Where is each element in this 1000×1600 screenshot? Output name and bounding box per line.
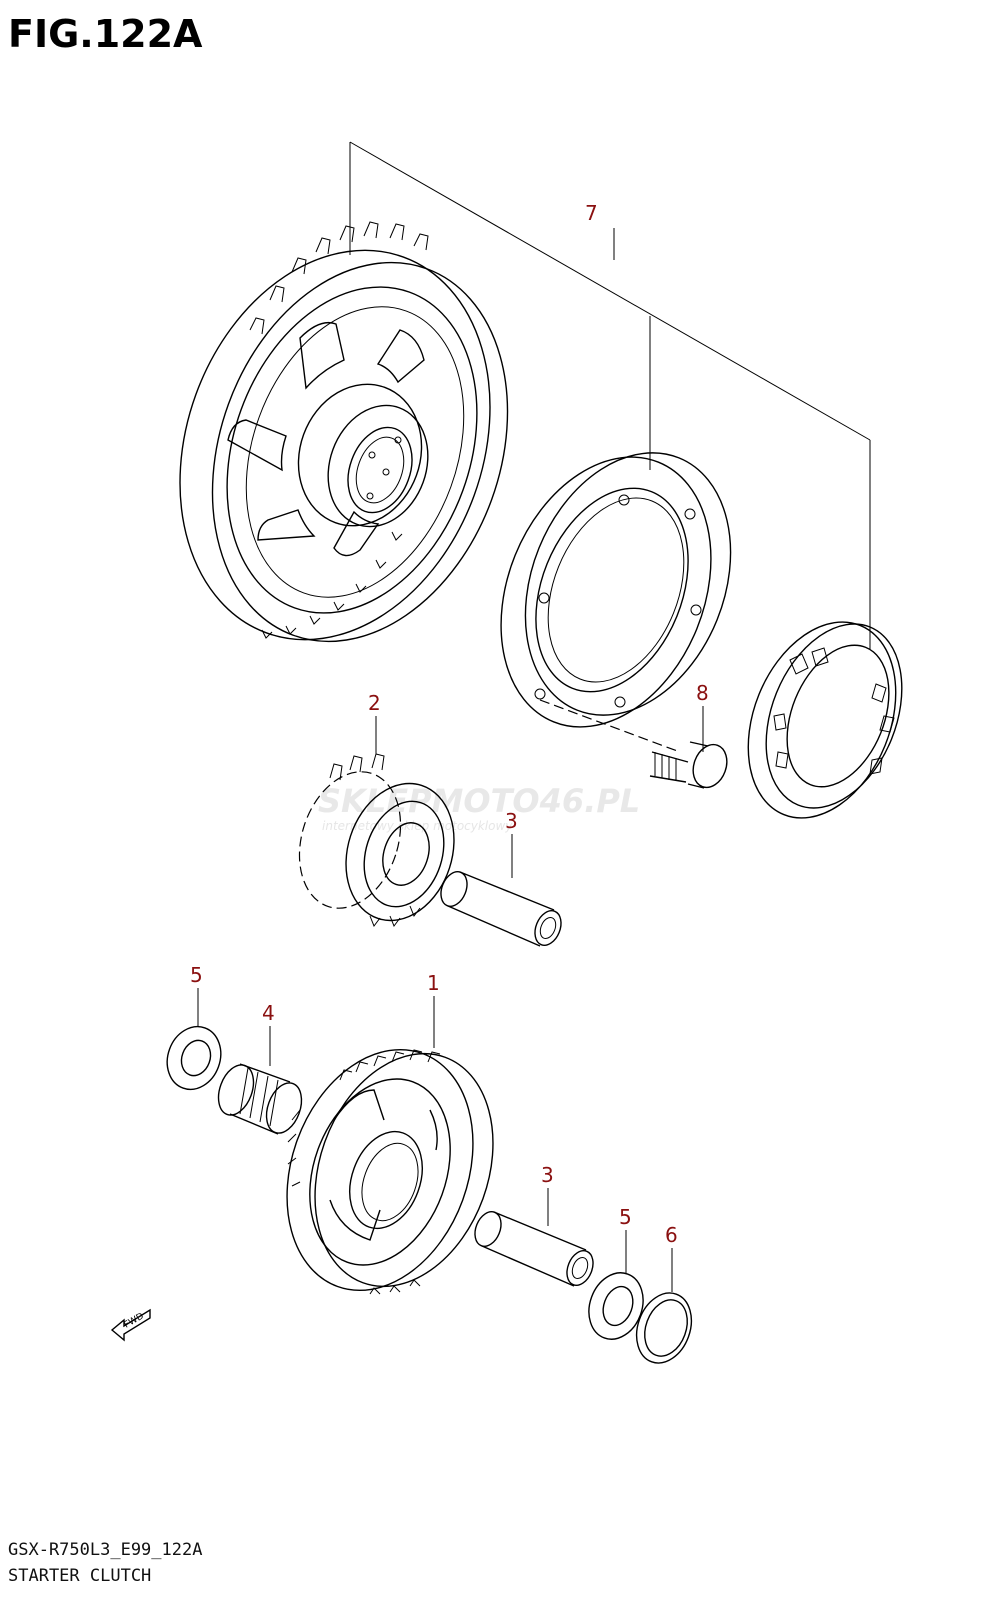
callout-leaders [197, 706, 704, 1292]
part-7-leader [349, 141, 871, 650]
fwd-direction-marker: FWD [110, 1308, 151, 1342]
one-way-clutch [747, 621, 903, 819]
callout-4: 4 [262, 1001, 275, 1025]
callout-5-left: 5 [190, 963, 203, 987]
starter-driven-gear [179, 221, 509, 643]
callout-1: 1 [427, 971, 440, 995]
shaft-lower [474, 1211, 594, 1287]
needle-bearing [217, 1063, 303, 1135]
callout-3-upper: 3 [505, 809, 518, 833]
watermark-brand: SKLEPMOTO46.PL [318, 782, 640, 820]
model-code: GSX-R750L3_E99_122A [8, 1540, 203, 1560]
clutch-housing [500, 452, 732, 753]
washer-right [588, 1272, 644, 1340]
bolt [649, 741, 728, 789]
callout-8: 8 [696, 681, 709, 705]
callout-7: 7 [585, 201, 598, 225]
watermark-tagline: internetowy sklep motocyklowy [322, 819, 513, 833]
idle-gear [298, 753, 455, 928]
shaft-upper [440, 871, 562, 947]
callout-5-right: 5 [619, 1205, 632, 1229]
callout-2: 2 [368, 691, 381, 715]
callout-6: 6 [665, 1223, 678, 1247]
callout-labels: 7 2 8 3 5 4 1 3 5 6 [190, 201, 709, 1247]
washer-left [166, 1025, 222, 1091]
figure-title: FIG.122A [8, 12, 203, 56]
section-name: STARTER CLUTCH [8, 1566, 152, 1586]
callout-3-lower: 3 [541, 1163, 554, 1187]
circlip [635, 1292, 693, 1364]
starter-idle-gear [286, 1048, 494, 1295]
